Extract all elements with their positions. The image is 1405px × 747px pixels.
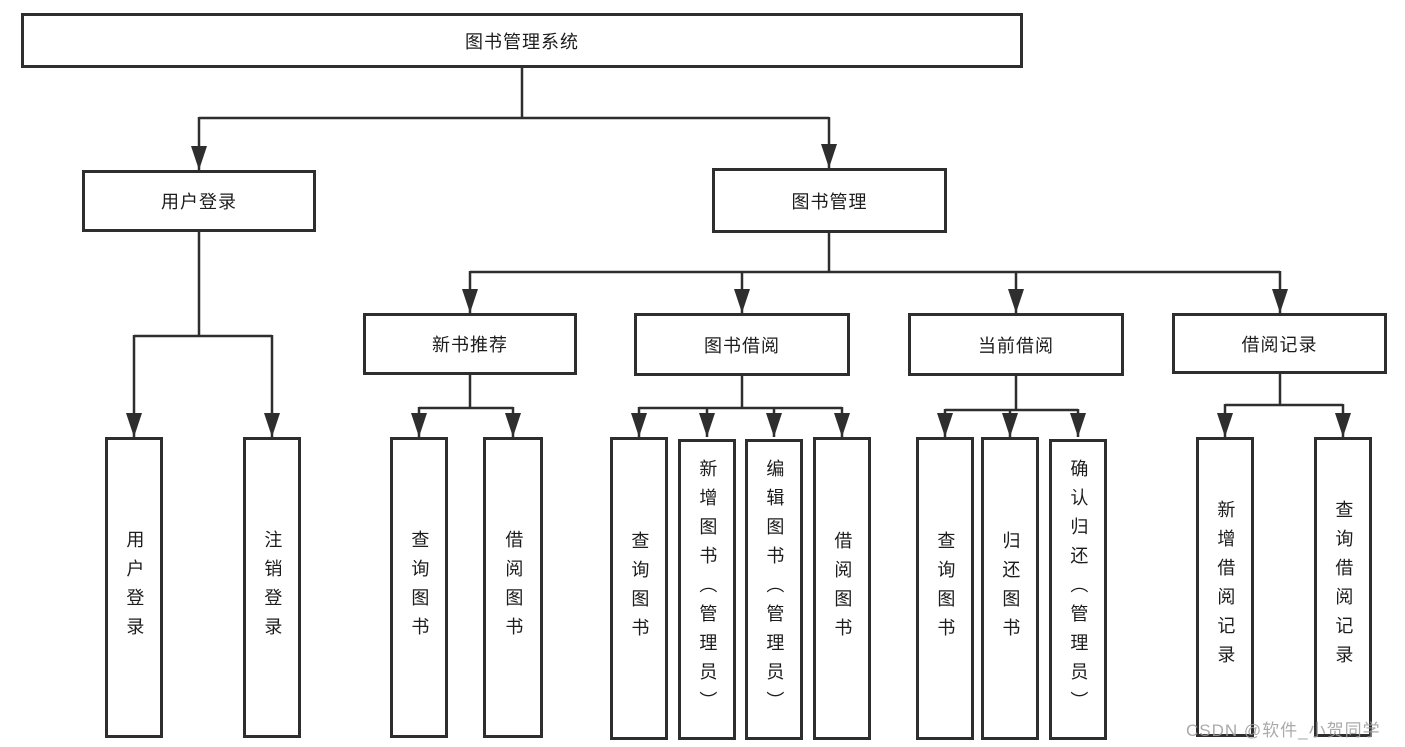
node-label: 查询图书 [409, 529, 430, 646]
node-new-book-recommend: 新书推荐 [363, 313, 577, 375]
node-label: 用户登录 [161, 192, 237, 212]
leaf-br-query-record: 查询借阅记录 [1314, 437, 1372, 737]
watermark: CSDN @软件_小贺同学 [1186, 721, 1381, 740]
node-label: 借阅图书 [832, 530, 853, 647]
leaf-bb-edit-books: 编辑图书（管理员） [745, 439, 803, 740]
node-book-borrowing: 图书借阅 [634, 313, 850, 376]
leaf-bb-borrow-books: 借阅图书 [813, 437, 871, 740]
leaf-bb-add-books: 新增图书（管理员） [678, 439, 736, 740]
leaf-nb-borrow-books: 借阅图书 [483, 437, 543, 738]
node-user-login: 用户登录 [82, 170, 316, 232]
node-label: 图书借阅 [704, 335, 780, 356]
node-label: 归还图书 [1000, 530, 1021, 647]
node-label: 图书管理系统 [465, 31, 579, 52]
node-library-system: 图书管理系统 [21, 13, 1023, 68]
node-label: 图书管理 [791, 191, 868, 212]
node-label: 查询图书 [629, 530, 650, 647]
node-label: 新增借阅记录 [1215, 500, 1236, 674]
node-book-management: 图书管理 [712, 168, 947, 233]
leaf-nb-query-books: 查询图书 [390, 437, 448, 738]
node-label: 新书推荐 [432, 335, 508, 355]
leaf-bb-query-books: 查询图书 [610, 437, 668, 740]
leaf-cb-query-books: 查询图书 [916, 437, 974, 740]
leaf-user-login: 用户登录 [105, 437, 163, 738]
node-label: 当前借阅 [978, 335, 1054, 356]
leaf-cb-return-books: 归还图书 [981, 437, 1039, 740]
node-borrowing-records: 借阅记录 [1172, 313, 1387, 374]
node-label: 新增图书（管理员） [697, 459, 718, 720]
node-label: 查询图书 [935, 530, 956, 647]
leaf-cb-confirm-return: 确认归还（管理员） [1049, 439, 1107, 740]
node-label: 用户登录 [124, 529, 145, 646]
node-label: 借阅图书 [503, 529, 524, 646]
node-label: 确认归还（管理员） [1068, 459, 1089, 720]
leaf-br-add-record: 新增借阅记录 [1196, 437, 1254, 737]
leaf-logout: 注销登录 [243, 437, 301, 738]
node-label: 编辑图书（管理员） [764, 459, 785, 720]
node-label: 查询借阅记录 [1333, 500, 1354, 674]
node-label: 注销登录 [262, 529, 283, 646]
node-current-borrowing: 当前借阅 [908, 313, 1124, 376]
node-label: 借阅记录 [1241, 334, 1318, 355]
